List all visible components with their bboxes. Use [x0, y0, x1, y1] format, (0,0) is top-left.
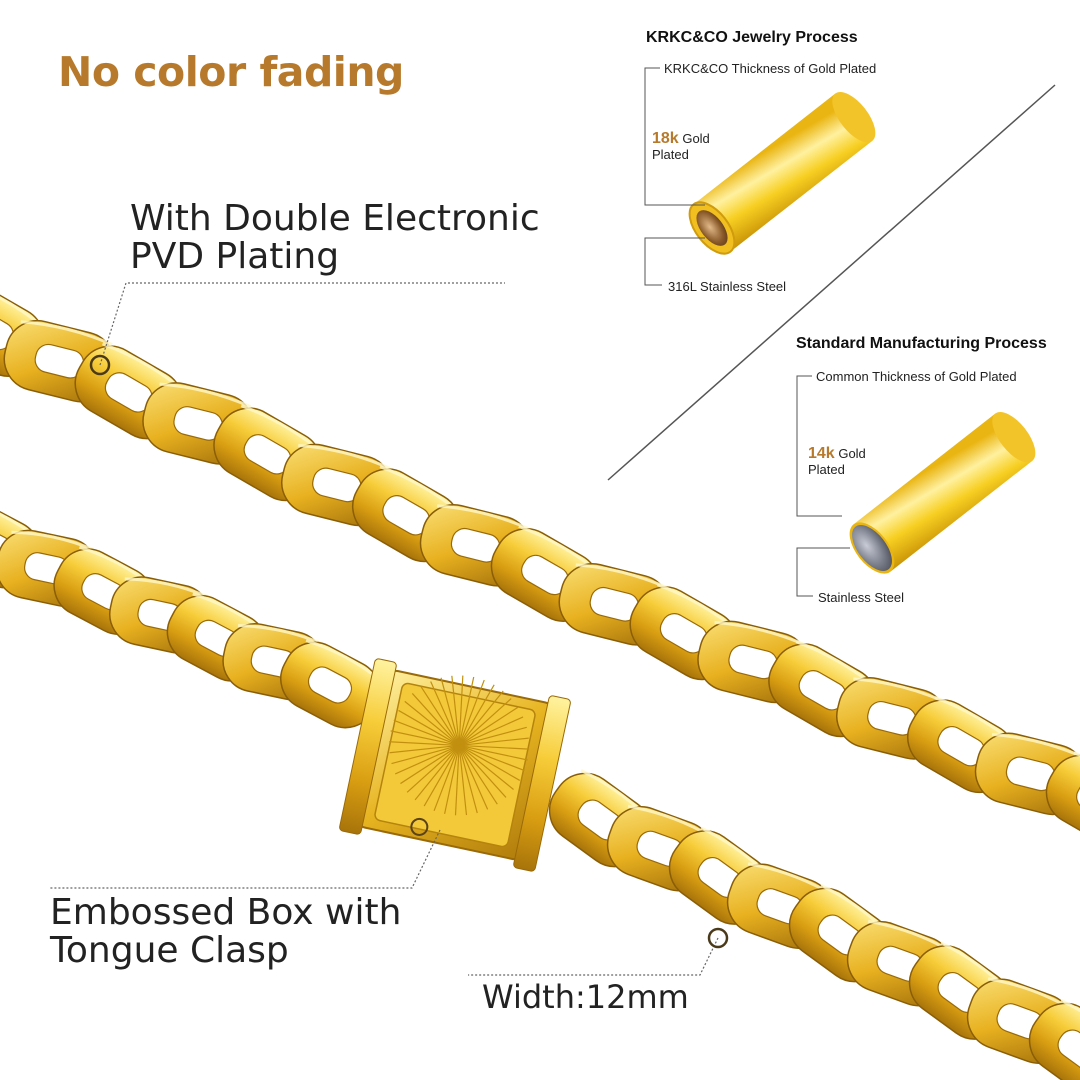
standard-gold-word: Gold	[838, 446, 866, 461]
plating-callout-line2: PVD Plating	[130, 236, 340, 277]
chain-link	[1028, 999, 1080, 1080]
width-label: Width	[482, 978, 575, 1016]
krkc-karat: 18k	[652, 130, 679, 147]
krkc-karat-label: 18k Gold Plated	[652, 131, 710, 163]
plating-marker-icon	[89, 354, 111, 376]
width-separator: :	[574, 978, 586, 1016]
standard-thickness-label: Common Thickness of Gold Plated	[816, 369, 1017, 384]
plating-callout: With Double Electronic PVD Plating	[130, 200, 540, 276]
krkc-core-label: 316L Stainless Steel	[668, 279, 787, 294]
standard-karat-label: 14k Gold Plated	[808, 446, 866, 478]
width-callout: Width:12mm	[482, 978, 689, 1016]
tube-leaders	[644, 67, 850, 597]
thin-plated-tube-icon	[849, 412, 1036, 574]
krkc-thickness-label: KRKC&CO Thickness of Gold Plated	[664, 61, 877, 76]
standard-process-title: Standard Manufacturing Process	[796, 335, 1047, 352]
krkc-process-title: KRKC&CO Jewelry Process	[646, 29, 858, 46]
standard-core-label: Stainless Steel	[818, 590, 904, 605]
standard-karat: 14k	[808, 445, 835, 462]
clasp-callout-line1: Embossed Box with	[50, 892, 402, 933]
thick-plated-tube-icon	[688, 92, 876, 255]
clasp-callout: Embossed Box with Tongue Clasp	[50, 894, 401, 970]
upper-chain-strand	[0, 279, 1080, 849]
width-marker-icon	[707, 927, 729, 949]
krkc-plated-word: Plated	[652, 147, 689, 162]
headline: No color fading	[58, 48, 404, 96]
chain-link	[1045, 751, 1080, 849]
width-value: 12mm	[585, 978, 689, 1016]
process-divider	[607, 84, 1056, 481]
box-clasp	[339, 658, 571, 872]
plating-callout-line1: With Double Electronic	[130, 198, 540, 239]
clasp-callout-line2: Tongue Clasp	[50, 930, 289, 971]
standard-plated-word: Plated	[808, 462, 845, 477]
callout-leaders	[50, 282, 719, 976]
krkc-gold-word: Gold	[682, 131, 710, 146]
